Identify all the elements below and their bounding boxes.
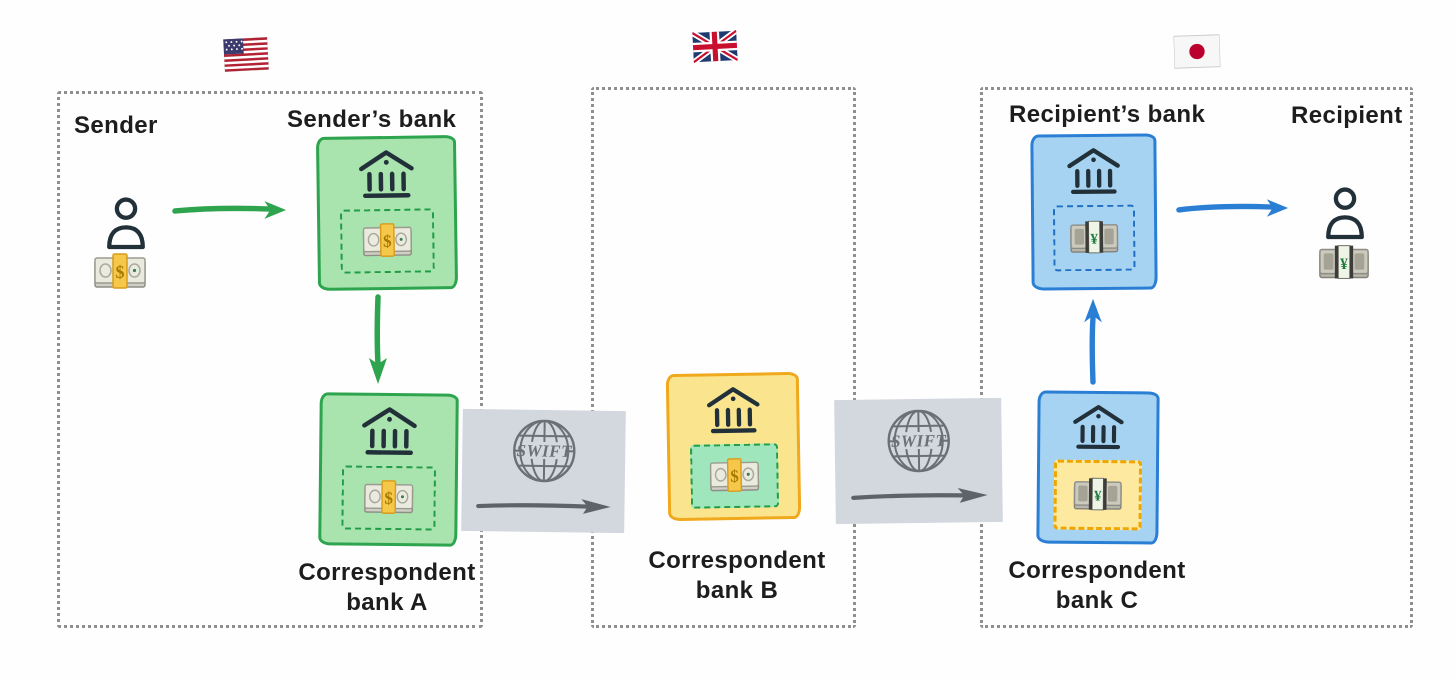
arrow-senders-bank-to-corr-a: [369, 294, 387, 384]
jpy-cash-icon: ¥: [1070, 220, 1119, 254]
bank-icon: [706, 387, 760, 434]
jpy-cash-icon: ¥: [1319, 245, 1369, 279]
swift-label: SWIFT: [890, 431, 946, 451]
swift-globe-icon: SWIFT: [512, 419, 575, 483]
usd-cash-icon: $: [709, 458, 759, 492]
arrow-corr-c-to-recipients-bank: [1084, 298, 1102, 385]
us-flag-icon: [223, 36, 269, 73]
recipients-bank-box: ¥: [1030, 133, 1158, 291]
recipients-bank-money-zone: ¥: [1052, 204, 1136, 272]
senders-bank-box: $: [315, 135, 459, 291]
swift-label: SWIFT: [516, 441, 572, 461]
correspondent-bank-c-box: ¥: [1036, 390, 1160, 545]
bank-icon: [359, 150, 414, 199]
usd-cash-icon: $: [362, 223, 413, 257]
usd-cash-icon: $: [94, 253, 146, 289]
correspondent-bank-c-label: Correspondent bank C: [1008, 557, 1186, 614]
arrow-recipients-bank-to-recipient: [1176, 199, 1289, 217]
uk-region-box: [591, 87, 856, 628]
usd-symbol: $: [384, 489, 393, 508]
recipients-bank-label: Recipient’s bank: [1009, 101, 1206, 128]
senders-bank-money-zone: $: [339, 208, 435, 274]
us-region-box: [57, 91, 483, 628]
recipient-person-icon: [1326, 187, 1364, 240]
senders-bank-label: Sender’s bank: [287, 106, 457, 133]
usd-symbol: $: [116, 262, 125, 282]
swift-connector-2: SWIFT: [834, 397, 1003, 525]
usd-symbol: $: [383, 232, 392, 251]
jpy-symbol: ¥: [1090, 232, 1098, 248]
japan-region-box: [980, 87, 1413, 628]
arrow-sender-to-senders-bank: [172, 201, 287, 219]
corr-b-money-zone: $: [689, 443, 779, 509]
bank-icon: [361, 407, 417, 455]
jpy-symbol: ¥: [1340, 256, 1348, 273]
japan-flag-icon: [1173, 34, 1221, 69]
recipient-label: Recipient: [1291, 102, 1403, 129]
corr-a-money-zone: $: [340, 465, 436, 531]
correspondent-bank-a-box: $: [318, 392, 459, 547]
bank-icon: [1073, 405, 1124, 450]
correspondent-bank-b-label: Correspondent bank B: [648, 547, 826, 604]
arrow-swift-2: [850, 487, 988, 503]
usd-cash-icon: $: [363, 480, 413, 514]
swift-connector-1: SWIFT: [461, 408, 626, 534]
arrow-swift-1: [475, 499, 611, 514]
jpy-symbol: ¥: [1094, 489, 1102, 505]
uk-flag-icon: [692, 29, 738, 64]
usd-symbol: $: [730, 467, 739, 486]
sender-label: Sender: [74, 112, 158, 139]
correspondent-bank-a-label: Correspondent bank A: [298, 559, 476, 616]
bank-icon: [1067, 148, 1120, 195]
correspondent-bank-b-box: $: [665, 371, 802, 522]
corr-c-money-zone: ¥: [1053, 459, 1143, 531]
jpy-cash-icon: ¥: [1073, 477, 1122, 511]
swift-globe-icon: SWIFT: [887, 409, 950, 473]
sender-person-icon: [107, 197, 145, 250]
